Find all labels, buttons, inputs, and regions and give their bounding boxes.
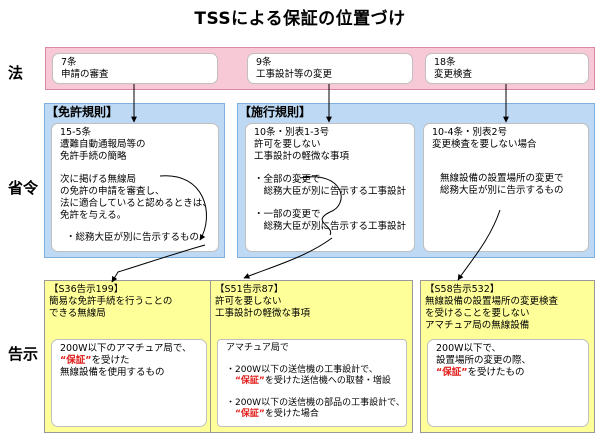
- card-line: 変更検査を要しない場合: [432, 139, 537, 150]
- notice-line: を受けることを要しない: [425, 308, 530, 319]
- card-line: ・全部の変更で: [254, 174, 321, 185]
- notice-inner-line: “保証”を受けた送信機への取替・増設: [226, 376, 398, 387]
- card-line: 無線設備の設置場所の変更で: [440, 173, 564, 184]
- notice-line: アマチュア局の無線設備: [425, 320, 530, 331]
- notice-inner-card: 200W以下で、設置場所の変更の際、“保証”を受けたもの: [427, 339, 589, 427]
- license-rule-card: 15-5条 遭難自動通報局等の 免許手続の簡略 次に掲げる無線局 の免許の申請を…: [51, 123, 219, 252]
- card-line: 総務大臣が別に告示する工事設計: [254, 186, 407, 197]
- notice-head: 【S36告示199】: [49, 284, 124, 295]
- guarantee-emphasis: “保証”: [235, 376, 265, 386]
- law-card-text: 申請の審査: [61, 69, 109, 80]
- card-line: ・一部の変更で: [254, 209, 321, 220]
- card-line: ・総務大臣が別に告示するもの: [66, 232, 200, 243]
- law-card-7: 7条 申請の審査: [52, 53, 218, 84]
- enforcement-rule-card-10-4: 10-4条・別表2号 変更検査を要しない場合 無線設備の設置場所の変更で 総務大…: [423, 123, 589, 252]
- notice-box-s36: 【S36告示199】 簡易な免許手続を行うことの できる無線局 200W以下のア…: [44, 280, 214, 433]
- card-line: 総務大臣が別に告示するもの: [440, 185, 564, 196]
- law-card-text: 変更検査: [434, 69, 473, 80]
- notice-inner-text: 200W以下で、: [436, 343, 502, 354]
- notice-inner-line: “保証”を受けた: [60, 355, 198, 367]
- notice-box-s51: 【S51告示87】 許可を要しない 工事設計の軽微な事項 アマチュア局で ・20…: [210, 280, 413, 433]
- law-card-number: 9条: [256, 57, 272, 68]
- notice-inner-text: アマチュア局で: [226, 343, 289, 353]
- notice-inner-text: を受けた送信機への取替・増設: [264, 376, 391, 386]
- notice-inner-text: を受けた: [91, 355, 130, 366]
- guarantee-emphasis: “保証”: [235, 409, 265, 419]
- notice-line: できる無線局: [49, 308, 106, 319]
- guarantee-emphasis: “保証”: [436, 367, 468, 378]
- notice-line: 工事設計の軽微な事項: [215, 308, 311, 319]
- law-card-9: 9条 工事設計等の変更: [247, 53, 413, 84]
- notice-inner-line: アマチュア局で: [226, 343, 398, 354]
- notice-line: 簡易な免許手続を行うことの: [49, 296, 173, 307]
- enforcement-rules-title: 【施行規則】: [239, 105, 312, 119]
- card-line: 10-4条・別表2号: [432, 127, 508, 138]
- card-line: 法に適合していると認めるときは、: [60, 198, 212, 209]
- notice-inner-text: ・200W以下の送信機の部品の工事設計で、: [226, 398, 405, 408]
- card-line: 遭難自動通報局等の: [60, 139, 146, 150]
- curve-license-bullet: [159, 175, 207, 241]
- notice-inner-line: 設置場所の変更の際、: [436, 355, 580, 367]
- curve-enforcement-bullet: [299, 176, 342, 236]
- notice-inner-card: アマチュア局で ・200W以下の送信機の工事設計で、 “保証”を受けた送信機への…: [217, 339, 407, 427]
- card-line: 免許手続の簡略: [60, 151, 127, 162]
- notice-inner-text: 設置場所の変更の際、: [436, 355, 532, 366]
- law-card-number: 7条: [61, 57, 77, 68]
- law-card-number: 18条: [434, 57, 456, 68]
- card-line: 工事設計の軽微な事項: [254, 151, 350, 162]
- arrow-enforcement-to-s51: [243, 237, 333, 279]
- notice-inner-text: を受けたもの: [467, 367, 525, 378]
- card-line: 免許を与える。: [60, 210, 127, 221]
- row-label-notice: 告示: [8, 345, 39, 363]
- notice-inner-text: を受けた場合: [264, 409, 319, 419]
- notice-box-s58: 【S58告示532】 無線設備の設置場所の変更検査 を受けることを要しない アマ…: [420, 280, 595, 433]
- notice-inner-card: 200W以下のアマチュア局で、“保証”を受けた無線設備を使用するもの: [51, 339, 207, 427]
- notice-inner-line: 200W以下で、: [436, 343, 580, 355]
- notice-inner-text: ・200W以下の送信機の工事設計で、: [226, 365, 378, 375]
- notice-line: 許可を要しない: [215, 296, 282, 307]
- card-line: 15-5条: [60, 127, 92, 138]
- notice-inner-text: 200W以下のアマチュア局で、: [60, 343, 192, 354]
- notice-inner-line: ・200W以下の送信機の部品の工事設計で、: [226, 398, 405, 409]
- notice-inner-line: “保証”を受けたもの: [436, 367, 580, 379]
- notice-head: 【S58告示532】: [425, 284, 500, 295]
- guarantee-emphasis: “保証”: [60, 355, 92, 366]
- row-label-ordinance: 省令: [8, 179, 39, 197]
- card-line: 10条・別表1-3号: [254, 127, 330, 138]
- notice-inner-text: 無線設備を使用するもの: [60, 367, 165, 378]
- arrow-enforcement34-to-s58: [457, 209, 501, 281]
- arrow-license-to-s36: [111, 244, 206, 283]
- law-card-text: 工事設計等の変更: [256, 69, 333, 80]
- notice-inner-line: 200W以下のアマチュア局で、: [60, 343, 198, 355]
- law-card-18: 18条 変更検査: [425, 53, 589, 84]
- card-line: の免許の申請を審査し、: [60, 186, 165, 197]
- notice-inner-line: 無線設備を使用するもの: [60, 367, 198, 379]
- notice-head: 【S51告示87】: [215, 284, 284, 295]
- notice-inner-line: ・200W以下の送信機の工事設計で、: [226, 365, 398, 376]
- notice-inner-line: “保証”を受けた場合: [226, 409, 398, 420]
- notice-line: 無線設備の設置場所の変更検査: [425, 296, 559, 307]
- row-label-law: 法: [8, 64, 24, 82]
- page-title: TSSによる保証の位置づけ: [194, 9, 406, 29]
- card-line: 総務大臣が別に告示する工事設計: [254, 221, 407, 232]
- license-rules-title: 【免許規則】: [46, 105, 119, 119]
- card-line: 次に掲げる無線局: [60, 174, 137, 185]
- card-line: 許可を要しない: [254, 139, 321, 150]
